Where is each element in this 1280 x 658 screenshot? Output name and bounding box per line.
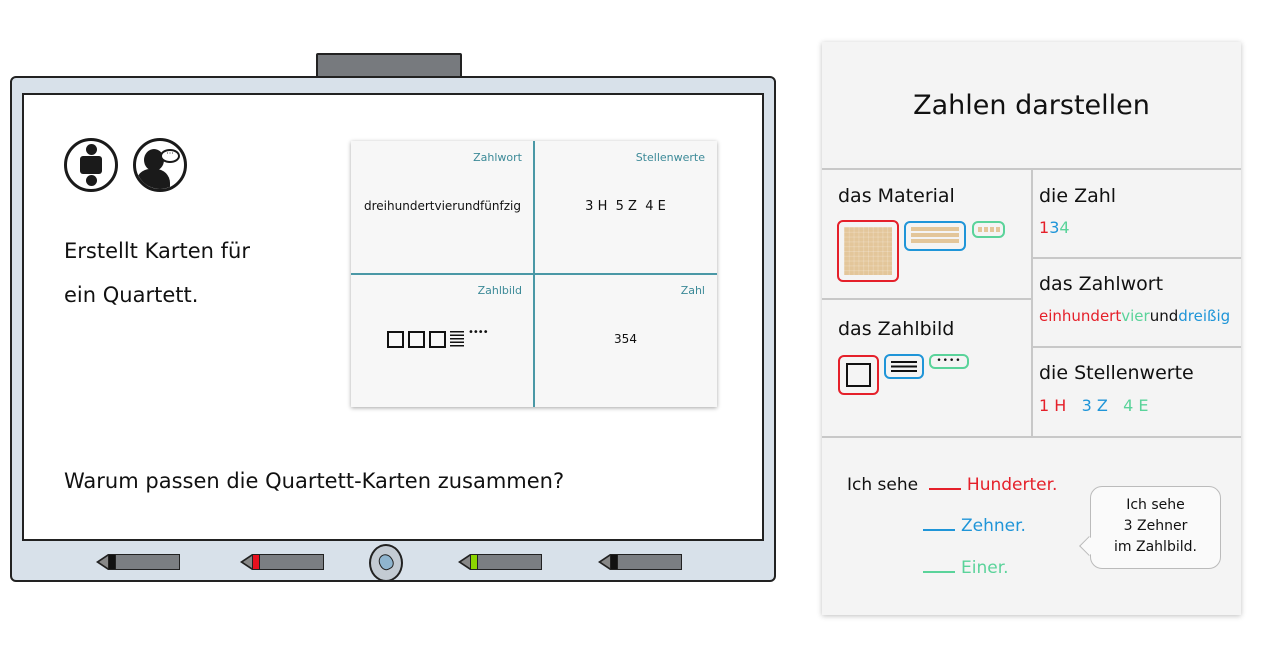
card-zahl: Zahl 354 — [534, 274, 717, 407]
tens-digit: 3 — [1049, 218, 1060, 237]
quartet-card: Zahlwort dreihundertvierundfünfzig Stell… — [351, 141, 717, 407]
zahl-label: die Zahl — [1039, 185, 1117, 207]
hundred-square-icon — [838, 355, 879, 395]
stellenwerte-value: 1 H 3 Z 4 E — [1039, 396, 1148, 415]
panel-title: Zahlen darstellen — [913, 90, 1150, 121]
label: Zahlbild — [477, 284, 522, 297]
card-zahlwort: Zahlwort dreihundertvierundfünfzig — [351, 141, 534, 274]
zahlwort-value: einhundertvierunddreißig — [1039, 307, 1230, 325]
pen-black[interactable] — [96, 554, 180, 570]
sentence-hundreds: Ich sehe Hunderter. — [847, 475, 1057, 495]
tens-rods-icon — [904, 221, 966, 251]
word-und: und — [1149, 307, 1179, 325]
sentence-ones: Einer. — [923, 558, 1009, 578]
bird-icon[interactable] — [369, 544, 403, 582]
material-label: das Material — [838, 185, 955, 207]
word-tens: dreißig — [1178, 307, 1231, 325]
card-zahlbild: Zahlbild •••• — [351, 274, 534, 407]
ones-cubes-icon — [972, 221, 1005, 238]
word: Einer. — [961, 558, 1009, 578]
pen-red[interactable] — [240, 554, 324, 570]
speech-bubble: Ich sehe 3 Zehner im Zahlbild. — [1079, 486, 1221, 569]
task-line-2: ein Quartett. — [64, 283, 199, 307]
ones-digit: 4 — [1059, 218, 1070, 237]
blank-ones[interactable] — [923, 571, 955, 573]
label: Stellenwerte — [635, 151, 705, 164]
partner-work-icon — [64, 138, 118, 192]
place-e: 4 E — [1123, 396, 1149, 415]
word-hundreds: einhundert — [1039, 307, 1122, 325]
word: Zehner. — [961, 516, 1026, 536]
value: 354 — [614, 332, 637, 346]
hundred-block-icon — [837, 220, 899, 282]
zahlbild-label: das Zahlbild — [838, 318, 955, 340]
speaking-person-icon: ··· — [133, 138, 187, 192]
card-stellenwerte: Stellenwerte 3 H 5 Z 4 E — [534, 141, 717, 274]
place-h: 1 H — [1039, 396, 1067, 415]
label: Zahlwort — [473, 151, 522, 164]
word: Hunderter. — [966, 475, 1058, 495]
bubble-line-1: Ich sehe — [1126, 497, 1185, 513]
value: dreihundertvierundfünfzig — [364, 199, 521, 213]
task-question: Warum passen die Quartett-Karten zusamme… — [64, 469, 565, 493]
value: 3 H 5 Z 4 E — [585, 199, 666, 214]
task-line-1: Erstellt Karten für — [64, 239, 250, 263]
word-ones: vier — [1121, 307, 1150, 325]
hundreds-digit: 1 — [1039, 218, 1050, 237]
zahl-value: 134 — [1039, 218, 1070, 237]
blank-hundreds[interactable] — [928, 488, 961, 490]
stellenwerte-label: die Stellenwerte — [1039, 362, 1194, 384]
blank-tens[interactable] — [923, 529, 955, 531]
place-z: 3 Z — [1081, 396, 1108, 415]
pen-black-2[interactable] — [598, 554, 682, 570]
bubble-line-3: im Zahlbild. — [1114, 539, 1197, 555]
sentence-tens: Zehner. — [923, 516, 1026, 536]
zahlwort-label: das Zahlwort — [1039, 273, 1164, 295]
ones-dots-icon: •••• — [929, 354, 969, 369]
tens-lines-icon — [884, 354, 924, 379]
bubble-line-2: 3 Zehner — [1123, 518, 1188, 534]
zahlbild-drawing: •••• — [387, 328, 489, 348]
sentence-prefix: Ich sehe — [847, 475, 919, 495]
pen-green[interactable] — [458, 554, 542, 570]
label: Zahl — [680, 284, 705, 297]
